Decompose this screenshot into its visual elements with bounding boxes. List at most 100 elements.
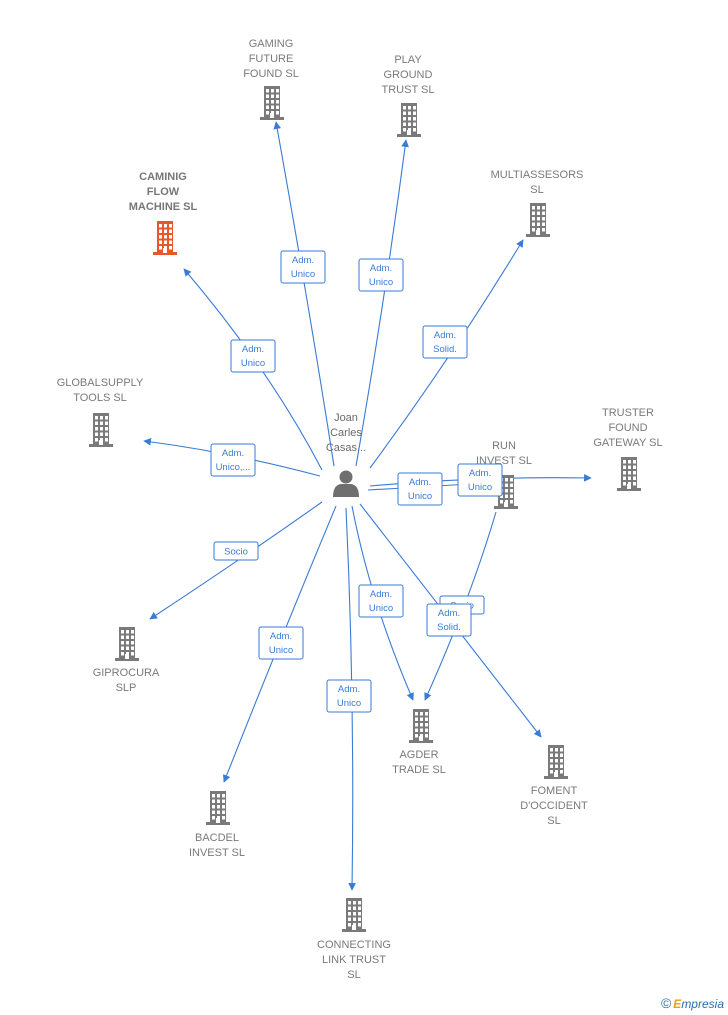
company-name-line: TOOLS SL: [73, 392, 127, 404]
edge-label-gaming-future[interactable]: Adm. Unico: [280, 250, 326, 284]
company-name-line: INVEST SL: [189, 847, 245, 859]
edge-label-text: Unico: [337, 698, 361, 709]
company-name-line: FOUND SL: [243, 68, 299, 80]
building-icon: [526, 203, 550, 237]
company-node-gaming-future[interactable]: GAMING FUTURE FOUND SL: [243, 38, 299, 120]
edge-label-agder-trade[interactable]: Adm. Unico: [358, 584, 404, 618]
company-node-foment-doccident[interactable]: FOMENT D'OCCIDENT SL: [520, 745, 588, 827]
edge-label-caminig-flow[interactable]: Adm. Unico: [230, 339, 276, 373]
company-name-line: GAMING: [249, 38, 294, 50]
copyright-symbol: ©: [660, 995, 672, 1011]
company-name-line: GIPROCURA: [93, 667, 160, 679]
edge-label-text: Adm.: [222, 448, 244, 459]
edge-label-giprocura[interactable]: Socio: [213, 541, 259, 561]
company-name-line: PLAY: [394, 54, 422, 66]
edge-label-play-ground[interactable]: Adm. Unico: [358, 258, 404, 292]
person-name-line: Carles: [330, 427, 362, 439]
company-name-line: LINK TRUST: [322, 954, 386, 966]
company-name-line: TRUST SL: [382, 84, 435, 96]
company-name-line: GATEWAY SL: [593, 437, 662, 449]
company-name-line: MULTIASSESORS: [491, 169, 584, 181]
company-node-multiassesors[interactable]: MULTIASSESORS SL: [491, 169, 584, 237]
company-node-bacdel-invest[interactable]: BACDEL INVEST SL: [189, 791, 245, 859]
company-name-line: AGDER: [399, 749, 438, 761]
company-name-line: GLOBALSUPPLY: [57, 377, 144, 389]
company-name-line: TRADE SL: [392, 764, 446, 776]
company-name-line: BACDEL: [195, 832, 239, 844]
edge-label-text: Unico: [241, 358, 265, 369]
edge-label-text: Adm.: [370, 589, 392, 600]
edge-label-text: Adm.: [242, 344, 264, 355]
company-node-play-ground[interactable]: PLAY GROUND TRUST SL: [382, 54, 435, 137]
edge-label-text: Socio: [224, 547, 248, 558]
company-name-line: SL: [530, 184, 543, 196]
edge-label-text: Unico: [468, 482, 492, 493]
edge-label-truster-found[interactable]: Adm. Unico: [457, 463, 503, 497]
edge-label-connecting-link[interactable]: Adm. Unico: [326, 679, 372, 713]
company-name-line: RUN: [492, 440, 516, 452]
edge-label-text: Solid.: [437, 622, 461, 633]
building-icon: [409, 709, 433, 743]
company-name-line: MACHINE SL: [129, 201, 198, 213]
edge-to-play-ground: [355, 139, 409, 467]
building-icon: [153, 221, 177, 255]
edge-label-text: Unico: [369, 603, 393, 614]
company-name-line: TRUSTER: [602, 407, 654, 419]
company-name-line: CAMINIG: [139, 171, 187, 183]
building-icon: [397, 103, 421, 137]
company-name-line: GROUND: [384, 69, 433, 81]
edge-label-globalsupply[interactable]: Adm.Unico,...: [210, 443, 256, 477]
company-name-line: D'OCCIDENT: [520, 800, 588, 812]
edge-label-text: Adm.: [409, 477, 431, 488]
company-node-agder-trade[interactable]: AGDER TRADE SL: [392, 709, 446, 776]
brand-footer: ©Empresia: [661, 995, 724, 1011]
building-icon: [260, 86, 284, 120]
edge-label-text: Unico: [408, 491, 432, 502]
person-name-line: Casas...: [326, 442, 366, 454]
building-icon: [115, 627, 139, 661]
edge-label-text: Adm.: [292, 255, 314, 266]
brand-initial: E: [673, 997, 682, 1011]
edge-label-bacdel-invest[interactable]: Adm. Unico: [258, 626, 304, 660]
edge-label-multiassesors[interactable]: Adm. Solid.: [422, 325, 468, 359]
edge-labels-layer: Adm.UnicoAdm.UnicoAdm.UnicoAdm.Solid.Adm…: [210, 250, 503, 713]
company-name-line: SLP: [116, 682, 137, 694]
person-name-line: Joan: [334, 412, 358, 424]
edge-label-text: Adm.: [434, 330, 456, 341]
center-person[interactable]: JoanCarlesCasas...: [326, 412, 366, 497]
edge-label-text: Adm.: [469, 468, 491, 479]
building-icon: [617, 457, 641, 491]
edges-layer: [143, 121, 592, 891]
edge-label-foment-doccident[interactable]: Adm. Solid.: [426, 603, 472, 637]
company-node-giprocura[interactable]: GIPROCURA SLP: [93, 627, 160, 694]
building-icon: [206, 791, 230, 825]
edge-label-text: Unico: [269, 645, 293, 656]
edge-label-text: Unico: [291, 269, 315, 280]
edge-label-text: Adm.: [270, 631, 292, 642]
company-node-connecting-link[interactable]: CONNECTING LINK TRUST SL: [317, 898, 391, 981]
edge-label-text: Adm.: [438, 608, 460, 619]
company-name-line: FUTURE: [249, 53, 294, 65]
edge-label-run-invest[interactable]: Adm. Unico: [397, 472, 443, 506]
company-name-line: CONNECTING: [317, 939, 391, 951]
edge-to-gaming-future: [273, 121, 335, 467]
building-icon: [342, 898, 366, 932]
company-node-globalsupply[interactable]: GLOBALSUPPLY TOOLS SL: [57, 377, 144, 447]
person-icon: [333, 470, 359, 497]
edge-label-text: Unico: [369, 277, 393, 288]
edge-label-text: Solid.: [433, 344, 457, 355]
building-icon: [544, 745, 568, 779]
edge-label-text: Adm.: [370, 263, 392, 274]
company-name-line: FOMENT: [531, 785, 578, 797]
brand-name: mpresia: [681, 997, 724, 1011]
company-name-line: SL: [547, 815, 560, 827]
company-name-line: SL: [347, 969, 360, 981]
nodes-layer: GAMING FUTURE FOUND SL PLAY GROUND TRUST SL CA…: [57, 38, 663, 981]
building-icon: [89, 413, 113, 447]
edge-label-text: Adm.: [338, 684, 360, 695]
